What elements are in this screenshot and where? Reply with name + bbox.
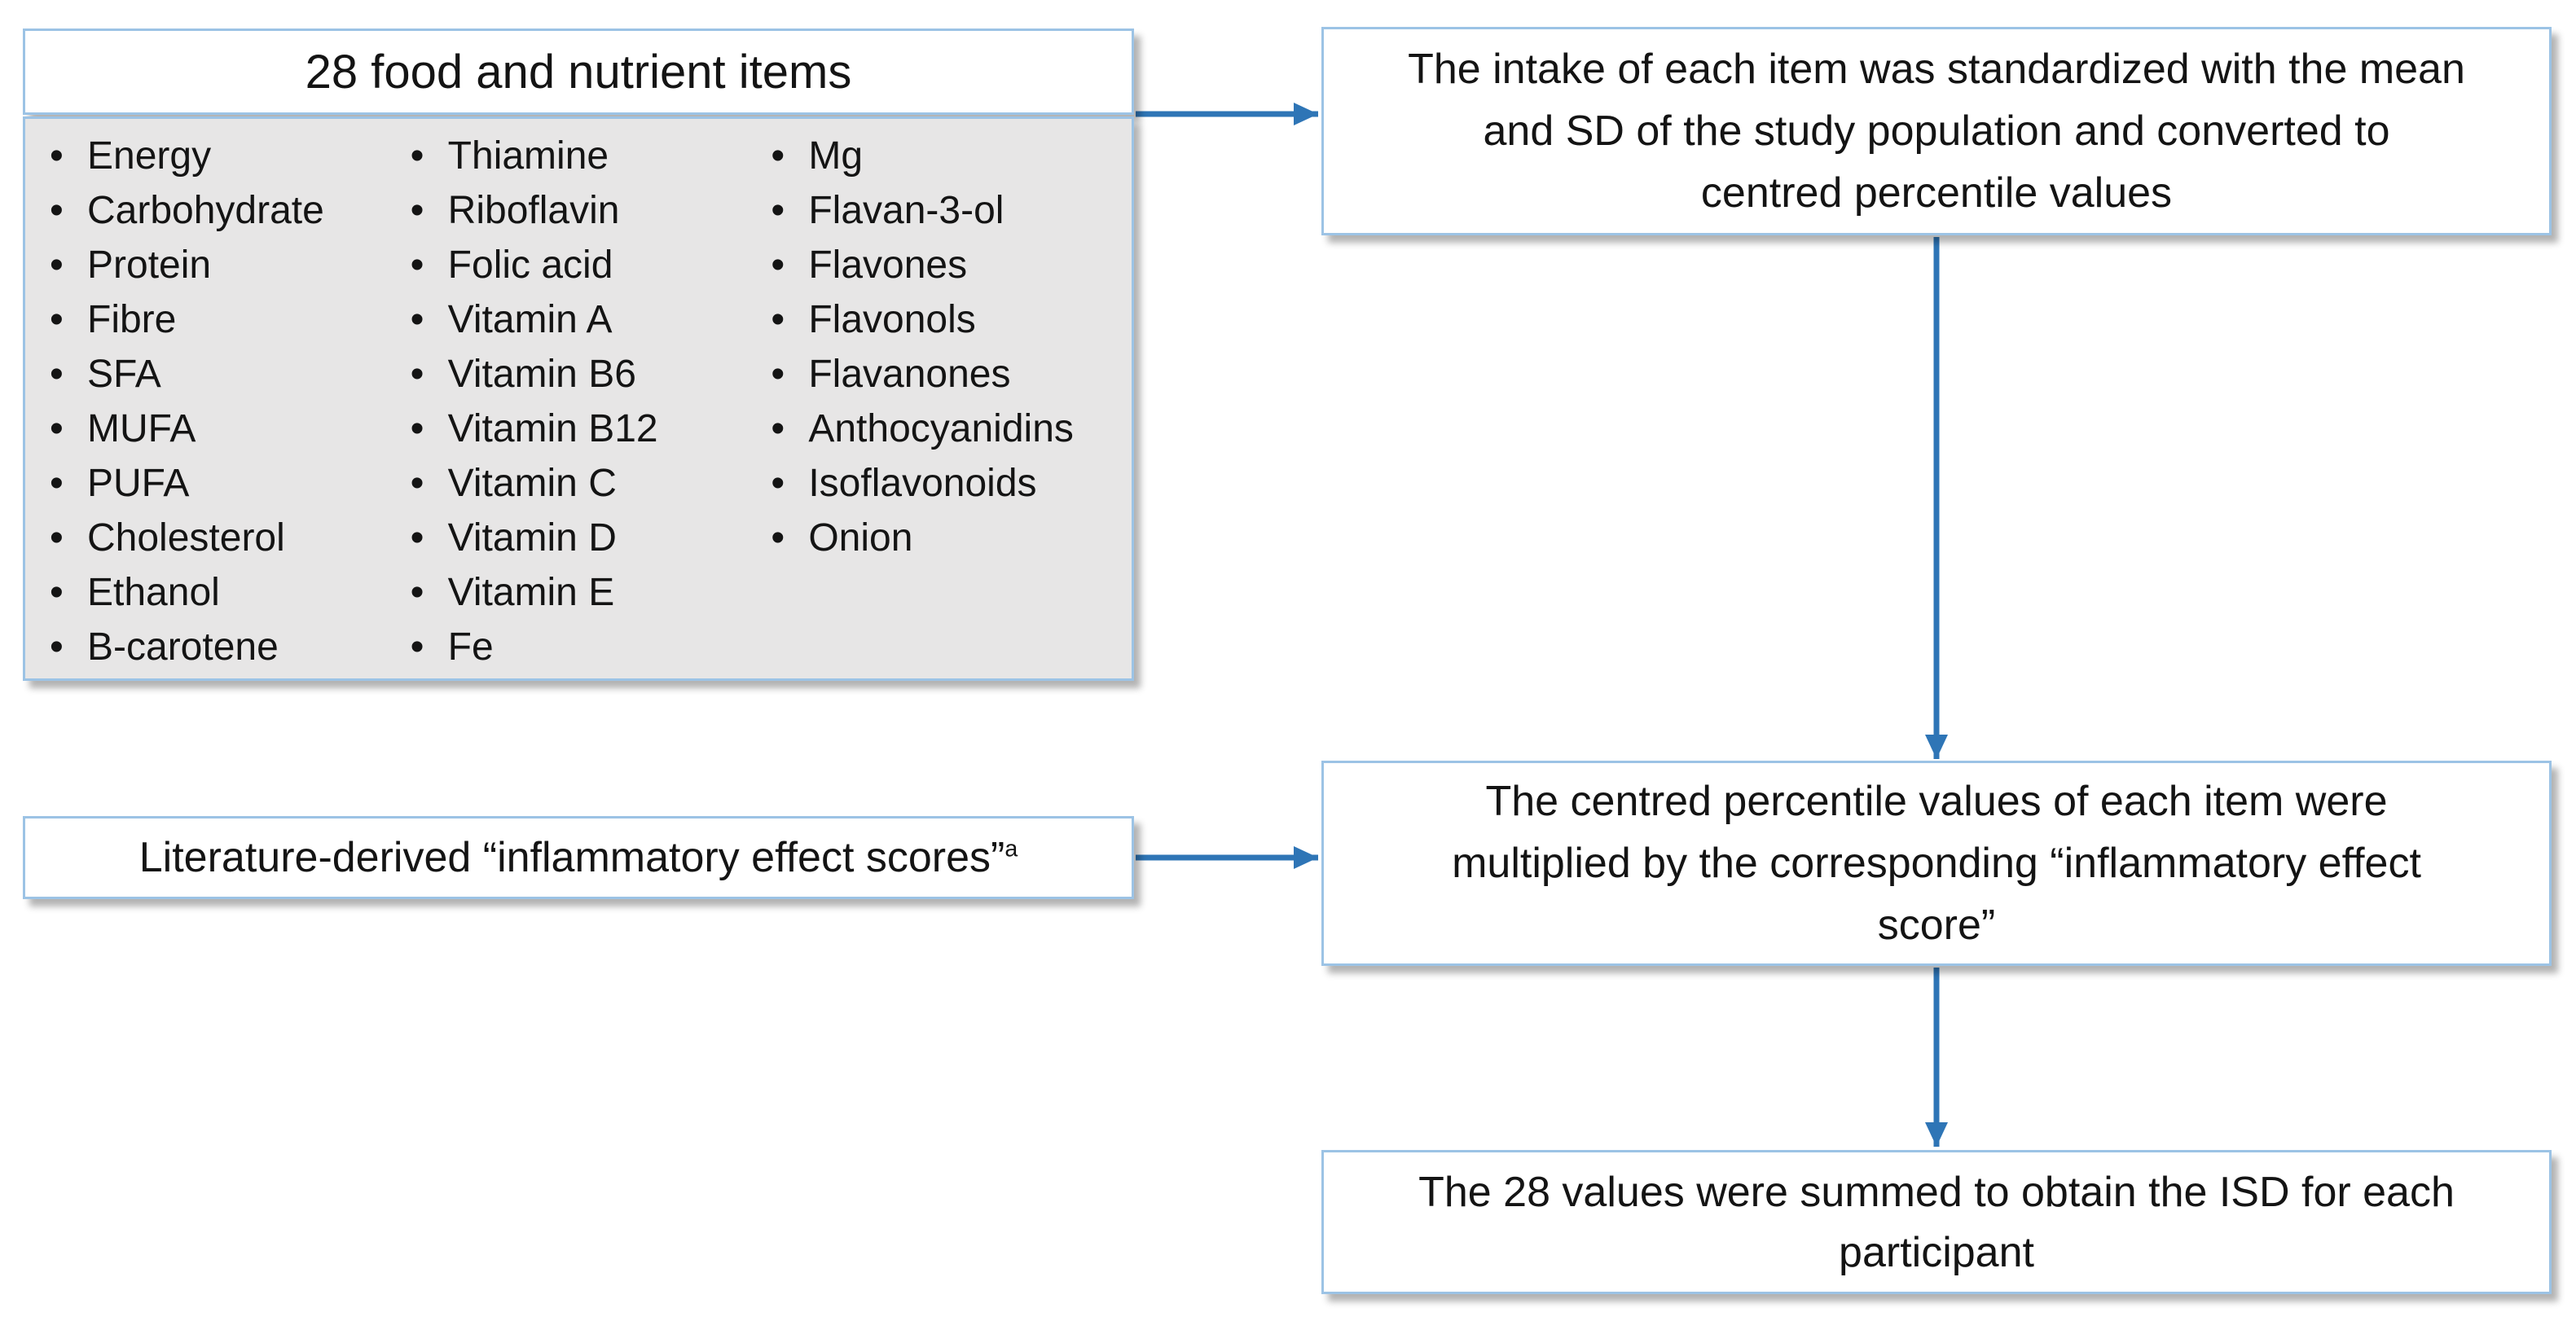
list-item: MUFA <box>50 402 411 456</box>
sum-step-text: The 28 values were summed to obtain the … <box>1418 1168 2455 1276</box>
standardize-step-text: The intake of each item was standardized… <box>1408 46 2465 217</box>
list-item: Vitamin C <box>411 456 771 511</box>
list-item: Flavonols <box>771 292 1132 347</box>
sum-step-box: The 28 values were summed to obtain the … <box>1321 1150 2552 1294</box>
list-item: Anthocyanidins <box>771 402 1132 456</box>
list-item: Protein <box>50 238 411 292</box>
list-item: Vitamin B6 <box>411 347 771 402</box>
standardize-step-box: The intake of each item was standardized… <box>1321 27 2552 235</box>
list-item: Vitamin A <box>411 292 771 347</box>
list-item: Energy <box>50 129 411 183</box>
multiply-step-text: The centred percentile values of each it… <box>1452 778 2421 949</box>
list-item: Vitamin D <box>411 511 771 565</box>
list-item: SFA <box>50 347 411 402</box>
list-item: Cholesterol <box>50 511 411 565</box>
items-column-3: Mg Flavan-3-ol Flavones Flavonols Flavan… <box>771 129 1132 674</box>
items-column-2: Thiamine Riboflavin Folic acid Vitamin A… <box>411 129 771 674</box>
multiply-step-box: The centred percentile values of each it… <box>1321 761 2552 966</box>
literature-scores-box: Literature-derived “inflammatory effect … <box>23 816 1134 899</box>
list-item: Fe <box>411 620 771 674</box>
items-box-list: Energy Carbohydrate Protein Fibre SFA MU… <box>23 116 1134 681</box>
list-item: Thiamine <box>411 129 771 183</box>
list-item: Isoflavonoids <box>771 456 1132 511</box>
list-item: Ethanol <box>50 565 411 620</box>
items-column-1: Energy Carbohydrate Protein Fibre SFA MU… <box>50 129 411 674</box>
items-columns: Energy Carbohydrate Protein Fibre SFA MU… <box>50 129 1132 674</box>
footnote-marker: a <box>1004 836 1018 862</box>
items-box-header: 28 food and nutrient items <box>23 29 1134 115</box>
list-item: Onion <box>771 511 1132 565</box>
list-item: Carbohydrate <box>50 183 411 238</box>
literature-scores-text: Literature-derived “inflammatory effect … <box>138 834 1018 881</box>
list-item: PUFA <box>50 456 411 511</box>
list-item: Fibre <box>50 292 411 347</box>
list-item: Flavanones <box>771 347 1132 402</box>
list-item: Folic acid <box>411 238 771 292</box>
items-box-title: 28 food and nutrient items <box>305 45 852 99</box>
list-item: Flavan-3-ol <box>771 183 1132 238</box>
list-item: Vitamin E <box>411 565 771 620</box>
list-item: Flavones <box>771 238 1132 292</box>
list-item: B-carotene <box>50 620 411 674</box>
list-item: Riboflavin <box>411 183 771 238</box>
list-item: Mg <box>771 129 1132 183</box>
list-item: Vitamin B12 <box>411 402 771 456</box>
